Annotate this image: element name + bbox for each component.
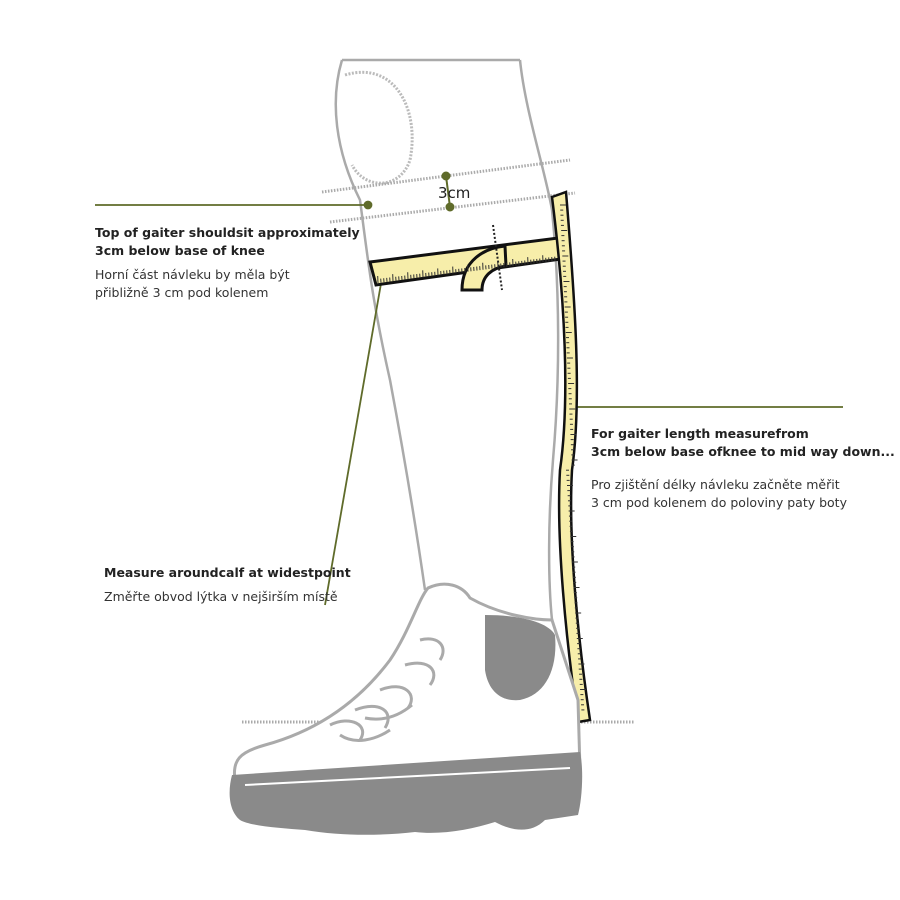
knee-outline [344,70,414,185]
heel-counter [485,615,556,701]
3cm-marker [441,171,455,212]
length-note-title-1: For gaiter length measurefrom [591,426,809,441]
leg-outline-left [334,59,427,591]
3cm-label: 3cm [438,184,471,202]
length-tape [550,190,592,724]
top-note-cz-1: Horní část návleku by měla být [95,267,290,282]
length-note-cz-1: Pro zjištění délky návleku začněte měřit [591,477,840,492]
length-note-title-2: 3cm below base ofknee to mid way down... [591,444,895,459]
top-note-title-1: Top of gaiter shouldsit approximately [95,225,360,240]
top-note-cz-2: přibližně 3 cm pod kolenem [95,285,269,300]
calf-note-cz: Změřte obvod lýtka v nejširším místě [104,589,338,604]
calf-note-title: Measure aroundcalf at widestpoint [104,565,351,580]
laces [329,637,445,742]
top-note-title-2: 3cm below base of knee [95,243,265,258]
leg-outline-right [518,59,560,621]
length-note-cz-2: 3 cm pod kolenem do poloviny paty boty [591,495,847,510]
